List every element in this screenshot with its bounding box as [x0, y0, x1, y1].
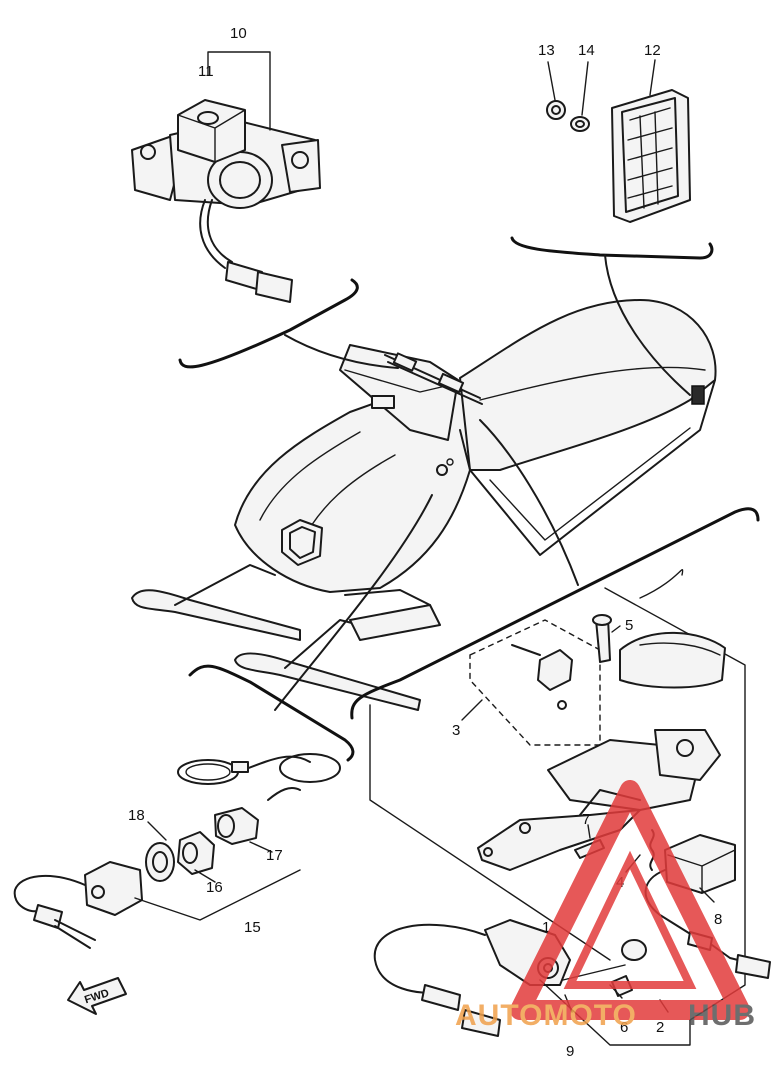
callout-10: 10: [230, 25, 247, 42]
callout-11: 11: [198, 63, 214, 80]
handlebar-switch-assembly: [131, 99, 321, 303]
callout-bracket-10: [207, 51, 271, 131]
callout-7: 7: [582, 811, 590, 828]
callout-8: 8: [714, 911, 722, 928]
leader-arrow-reflector: [604, 254, 691, 396]
leader-arrow-throttle: [479, 419, 579, 586]
automotohub-watermark: AUTOMOTO HUB: [455, 780, 756, 1032]
separator-arc-top-left: [178, 278, 359, 369]
callout-14: 14: [578, 42, 595, 59]
callout-1: 1: [542, 919, 550, 936]
leader-arrow-switch: [284, 334, 399, 369]
callout-numbers: 1 2 3 4 5 6 7 8 9 10 11 12 13 14 15 16 1…: [128, 25, 722, 1060]
callout-18: 18: [128, 807, 145, 824]
watermark-text-hub: HUB: [688, 999, 756, 1032]
throttle-assembly-box: [369, 569, 771, 1046]
reflector-assembly: [546, 59, 691, 223]
callout-15: 15: [244, 919, 261, 936]
separator-arc-bottom-right: [350, 507, 760, 720]
watermark-text-automoto: AUTOMOTO: [455, 999, 637, 1032]
callout-16: 16: [206, 879, 223, 896]
watermark-triangle-logo: [510, 780, 750, 1020]
callout-17: 17: [266, 847, 283, 864]
callout-12: 12: [644, 42, 661, 59]
main-switch-assembly: [13, 753, 341, 949]
callout-2: 2: [656, 1019, 664, 1036]
callout-6: 6: [620, 1019, 628, 1036]
separator-arc-bottom-left: [188, 664, 355, 762]
callout-9: 9: [566, 1043, 574, 1060]
leader-arrow-main-switch: [274, 494, 433, 711]
callout-3: 3: [452, 722, 460, 739]
forward-direction-arrow: FWD: [67, 977, 127, 1015]
separator-arc-top-right: [510, 236, 714, 260]
callout-13: 13: [538, 42, 555, 59]
callout-5: 5: [625, 617, 633, 634]
snowmobile-illustration: [131, 299, 717, 711]
